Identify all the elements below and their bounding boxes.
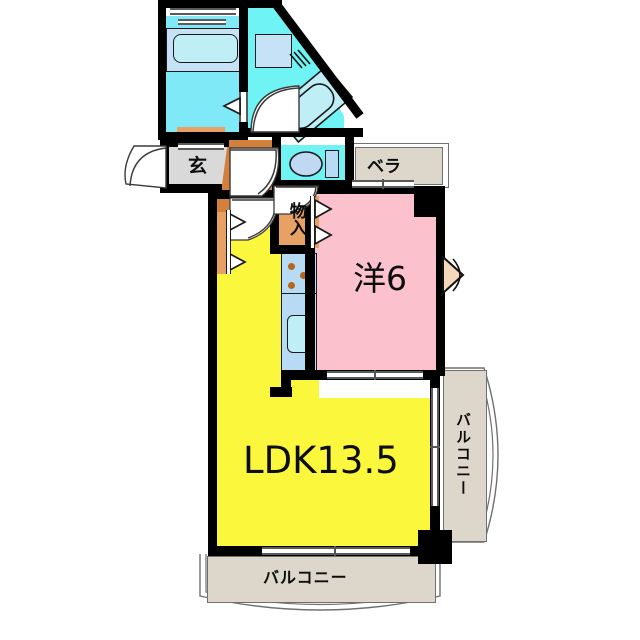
room-bedroom	[313, 194, 445, 373]
stove-burner-3	[288, 282, 295, 289]
wall-storage-left	[270, 193, 279, 251]
wall-washroom-right	[239, 8, 248, 96]
balcony-bottom-label: バルコニー	[263, 568, 348, 587]
wall-bathroom-top	[270, 0, 282, 8]
wall-entrance-bottom	[160, 184, 222, 193]
door-ldk-closet-upper[interactable]	[228, 212, 248, 232]
sliding-door-mullion	[374, 370, 376, 380]
wall-bathroom-bottom	[248, 128, 363, 137]
wall-ldk-left	[208, 190, 217, 555]
wall-bathroom-diagonal	[262, 0, 372, 140]
toilet-bowl	[289, 150, 329, 178]
wall-washroom-left	[158, 0, 166, 140]
bathroom-window-panel	[255, 34, 292, 68]
veranda-small-label: ベラ	[367, 157, 401, 177]
door-ldk-closet-lower[interactable]	[228, 252, 248, 272]
stove-burner-1	[288, 263, 295, 270]
pillar-ldk-bottom-right	[418, 530, 452, 564]
washroom-shelf-lower	[178, 19, 226, 25]
wall-kitchen-return-h2	[270, 387, 292, 397]
window-bedroom-right-flap	[442, 254, 467, 296]
window-ldk-bottom	[262, 547, 410, 555]
veranda-small	[355, 147, 443, 185]
wall-bedroom-right	[436, 186, 445, 376]
door-washroom-flap[interactable]	[222, 96, 242, 116]
ldk-closet-jamb	[226, 210, 231, 274]
window-ldk-right-mullion	[430, 446, 440, 448]
room-label-bedroom: 洋6	[353, 259, 407, 298]
washroom-shelf-upper	[170, 8, 236, 15]
wall-kitchen-return-v	[281, 370, 291, 396]
window-bedroom-top-mullion	[382, 179, 384, 189]
balcony-bottom	[207, 556, 436, 603]
wall-bathroom-right-lower	[345, 128, 354, 148]
washbasin-basin	[173, 34, 238, 63]
door-toilet[interactable]	[276, 146, 320, 188]
wall-toilet-bottom	[272, 180, 354, 189]
bathroom-vent-icon	[288, 49, 312, 72]
wall-kitchen-bedroom	[305, 189, 315, 379]
toilet-tank	[325, 150, 339, 178]
door-hall[interactable]	[228, 146, 284, 200]
room-label-entrance: 玄	[188, 155, 208, 177]
wall-bedroom-top	[305, 186, 415, 194]
wall-storage-bottom	[270, 245, 315, 254]
wall-washroom-top	[158, 0, 278, 8]
door-storage-folding-upper[interactable]	[313, 198, 335, 220]
room-ldk-lower	[216, 398, 431, 555]
door-entrance[interactable]	[120, 144, 168, 192]
wall-washroom-bottom	[158, 132, 246, 140]
room-label-storage: 物入	[285, 202, 306, 236]
room-entrance	[168, 146, 228, 190]
door-bathroom[interactable]	[249, 84, 303, 134]
balcony-right-label: バルコニー	[454, 412, 472, 497]
wall-kitchen-return	[281, 370, 315, 380]
wall-toilet-right	[345, 145, 354, 189]
door-storage-folding-lower[interactable]	[313, 224, 335, 246]
door-toilet-swing[interactable]	[272, 184, 320, 216]
storage-door-jamb	[310, 196, 315, 248]
shoe-cabinet-sash	[178, 143, 224, 150]
room-label-ldk: LDK13.5	[243, 439, 399, 482]
window-ldk-bottom-mullion	[334, 546, 336, 556]
wall-washroom-right-lower	[239, 118, 248, 140]
balcony-right	[443, 370, 487, 542]
stove-burner-2	[300, 272, 307, 279]
